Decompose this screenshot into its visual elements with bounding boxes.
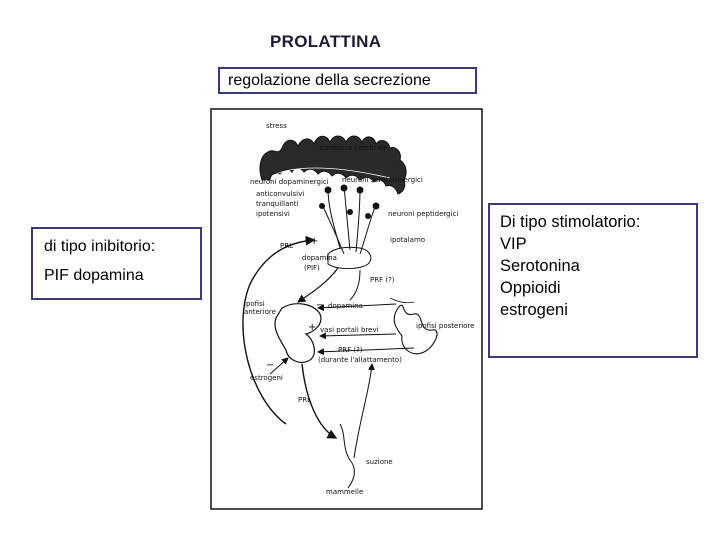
cerebral-cortex-shape <box>259 135 407 195</box>
serotoninergic-neurons-label: neuroni serotoninergici <box>342 176 423 184</box>
stimulatory-box: Di tipo stimolatorio: VIP Serotonina Opp… <box>488 203 698 358</box>
inhibitory-heading: di tipo inibitorio: <box>44 238 156 255</box>
sign-1: + <box>310 236 318 247</box>
inhibitory-box: di tipo inibitorio: PIF dopamina <box>31 227 202 300</box>
peptidergic-neurons-label: neuroni peptidergici <box>388 210 458 218</box>
cortex-inner-line <box>271 167 391 179</box>
dopaminergic-neurons-label: neuroni dopaminergici <box>250 178 329 186</box>
estrogens-arrow <box>269 357 289 375</box>
dopamine-pif-label-2: (PIF) <box>304 264 320 272</box>
prf-lactation-label-1: PRF (?) <box>338 346 363 354</box>
breast-outline <box>339 423 355 489</box>
estrogens-label: estrogeni <box>250 374 283 382</box>
drug-label-1: anticonvulsivi <box>256 190 304 198</box>
breasts-label: mammelle <box>326 488 363 496</box>
suction-feedback-arrow <box>353 363 375 459</box>
drug-label-3: ipotensivi <box>256 210 290 218</box>
posterior-nerve-line <box>389 297 415 304</box>
portal-vessels-label: vasi portali brevi <box>320 326 379 334</box>
prf-label: PRF (?) <box>370 276 395 284</box>
prf-descending-arrow <box>349 269 361 301</box>
suction-label: suzione <box>366 458 393 466</box>
prl-top-label: PRL <box>280 242 293 250</box>
anterior-pituitary-label-2: anteriore <box>244 308 276 316</box>
dopamine-pif-label-1: dopamina <box>302 254 337 262</box>
page-title: PROLATTINA <box>270 32 382 51</box>
stimulatory-heading: Di tipo stimolatorio: <box>500 213 641 231</box>
prl-bottom-label: PRL <box>298 396 311 404</box>
posterior-pituitary-label: ipofisi posteriore <box>416 322 474 330</box>
prf-lactation-label-2: (durante l'allattamento) <box>318 356 402 364</box>
prl-descending-arrow <box>301 363 338 439</box>
stimulatory-item-vip: VIP <box>500 235 527 253</box>
prf-lactation-arrow <box>317 347 415 356</box>
inhibitory-item: PIF dopamina <box>44 267 144 284</box>
drug-label-2: tranquillanti <box>256 200 299 208</box>
anterior-pituitary-label-1: ipofisi <box>244 300 265 308</box>
stimulatory-item-estrogens: estrogeni <box>500 301 568 319</box>
hypothalamus-label: ipotalamo <box>390 236 425 244</box>
hypothalamus-outline <box>327 246 372 269</box>
stimulatory-item-serotonin: Serotonina <box>500 257 580 275</box>
stress-label: stress <box>266 122 287 130</box>
dopamine-arrow <box>317 303 397 312</box>
subtitle-box: regolazione della secrezione <box>218 67 477 94</box>
sign-4: − <box>266 360 274 371</box>
dopamine-descending-arrow <box>297 267 339 303</box>
dopamine-arrow-label: dopamina <box>328 302 363 310</box>
prolactin-regulation-figure: stress corteccia cerebrale neuroni dopam… <box>210 108 483 510</box>
sign-2: − <box>316 300 324 311</box>
neuron-bodies <box>319 184 380 219</box>
anterior-pituitary-shape <box>274 303 322 363</box>
sign-3: + <box>308 322 316 333</box>
posterior-pituitary-shape <box>393 304 438 355</box>
prl-feedback-arrow <box>242 235 316 425</box>
stimulatory-item-opioids: Oppioidi <box>500 279 561 297</box>
portal-vessels-arrow <box>319 332 397 340</box>
cortex-label: corteccia cerebrale <box>320 144 387 152</box>
